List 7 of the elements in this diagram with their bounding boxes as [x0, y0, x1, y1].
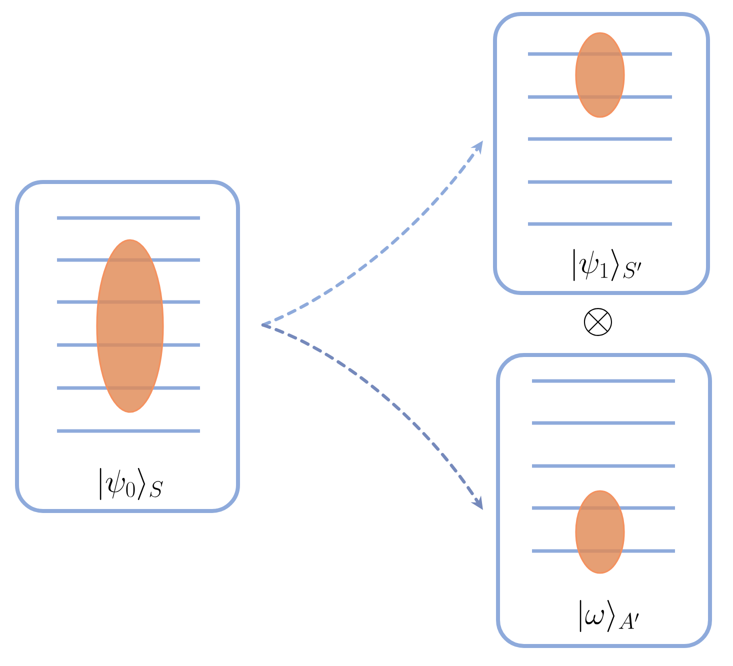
state-box: $|\psi_1\rangle_{S'}$	[493, 12, 710, 295]
tensor-product-symbol: $\otimes$	[584, 308, 612, 336]
wave-packet	[575, 32, 625, 118]
state-box: $|\omega\rangle_{A'}$	[496, 353, 712, 648]
wave-packet	[96, 239, 164, 413]
state-box: $|\psi_0\rangle_{S}$	[15, 180, 240, 513]
wave-packet	[575, 490, 625, 574]
